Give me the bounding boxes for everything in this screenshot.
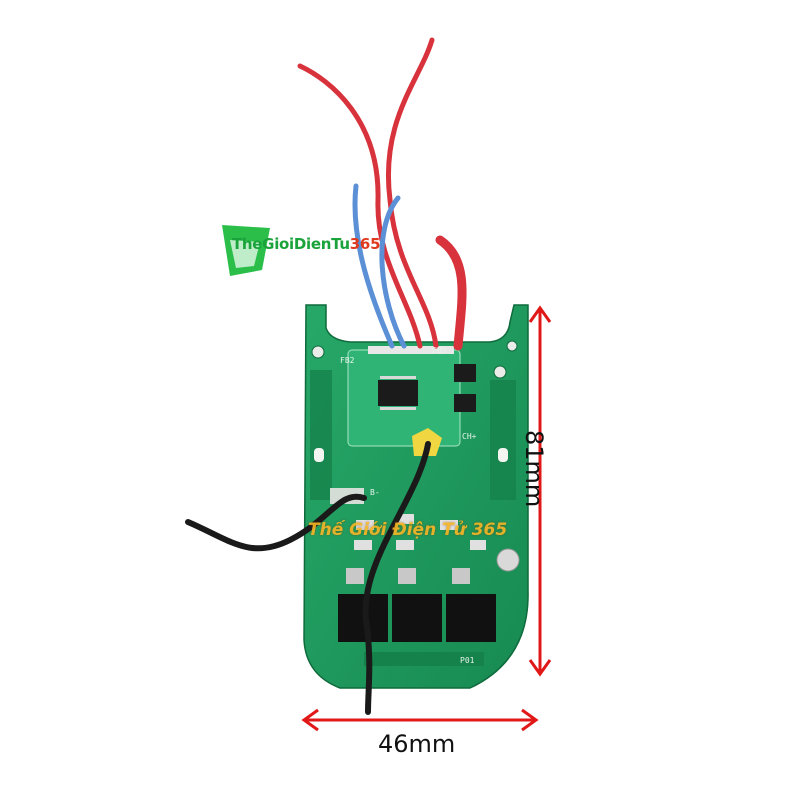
silk-fb5: FB5 (432, 346, 447, 355)
pad (498, 448, 508, 462)
silk-p01: P01 (460, 656, 475, 665)
mosfet-small (454, 394, 476, 412)
black-wires (185, 441, 431, 715)
height-dimension-arrow (528, 305, 552, 677)
silk-b-minus: B- (370, 488, 380, 497)
via-array-right (490, 380, 516, 500)
logo-text-main: TheGioiDienTu (232, 235, 350, 253)
red-wires (297, 37, 467, 351)
watermark-text: Thế Giới Điện Tử 365 (308, 520, 508, 540)
pad (314, 448, 324, 462)
main-ic (378, 380, 418, 406)
width-dimension-arrow (301, 708, 539, 732)
blue-wires (352, 183, 407, 349)
silk-ch-plus: CH+ (462, 432, 477, 441)
mosfet-small (454, 364, 476, 382)
ic-pins (380, 376, 416, 410)
height-label: 81mm (520, 430, 548, 508)
silk-fb2: FB2 (340, 356, 355, 365)
connector-strip (368, 346, 454, 354)
mosfet-3 (446, 594, 496, 642)
via-array-left (310, 370, 332, 500)
round-component (496, 548, 520, 572)
mounting-hole (493, 365, 507, 379)
mounting-hole (506, 340, 518, 352)
mounting-hole (311, 345, 325, 359)
logo-text-accent: 365 (349, 235, 381, 253)
width-label: 46mm (378, 730, 456, 758)
via-row-bottom (364, 652, 484, 666)
brand-logo: TheGioiDienTu365 (232, 235, 381, 253)
logo-icon (222, 225, 270, 276)
mosfet-2 (392, 594, 442, 642)
smd-components (354, 514, 486, 550)
